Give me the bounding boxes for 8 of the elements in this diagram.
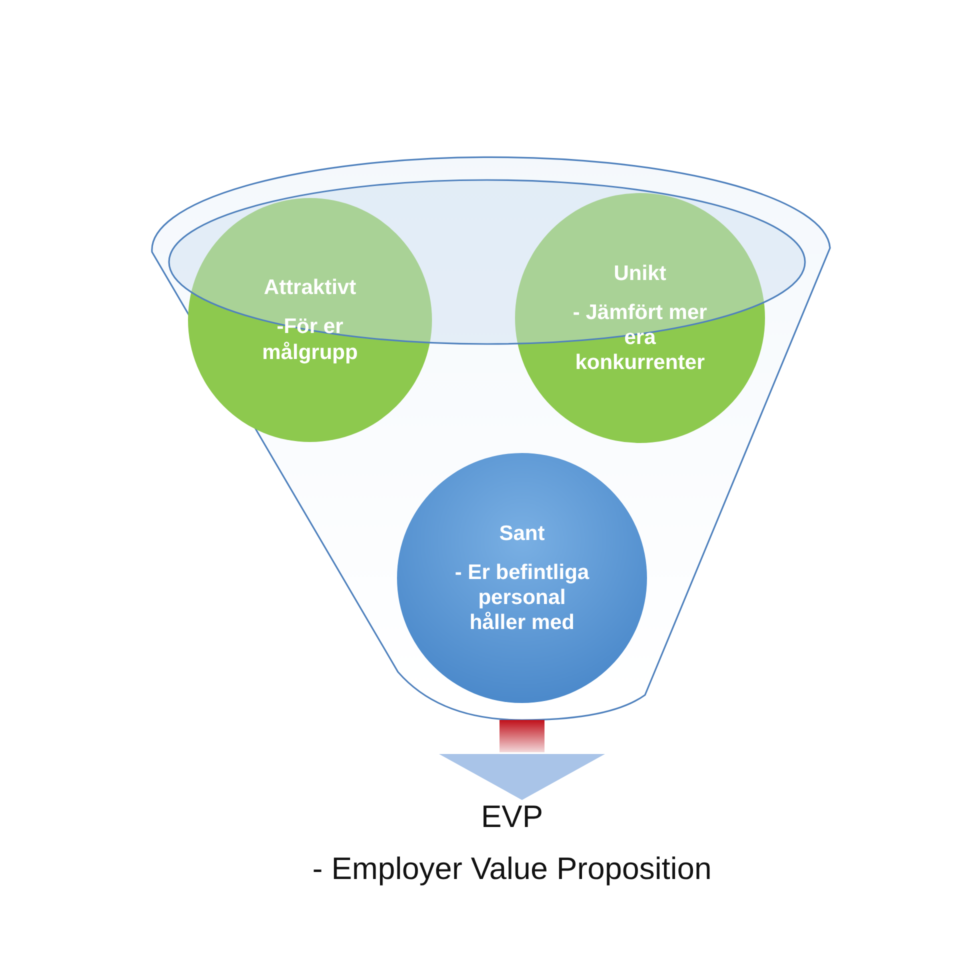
heading: Unikt [614,260,666,286]
description: - Employer Value Proposition [312,852,712,886]
description: -För er målgrupp [261,314,359,365]
heading: Attraktivt [264,275,356,300]
block-arrow [439,720,605,800]
heading: EVP [480,800,544,834]
heading: Sant [499,520,545,546]
description: - Er befintliga personal håller med [454,560,590,636]
